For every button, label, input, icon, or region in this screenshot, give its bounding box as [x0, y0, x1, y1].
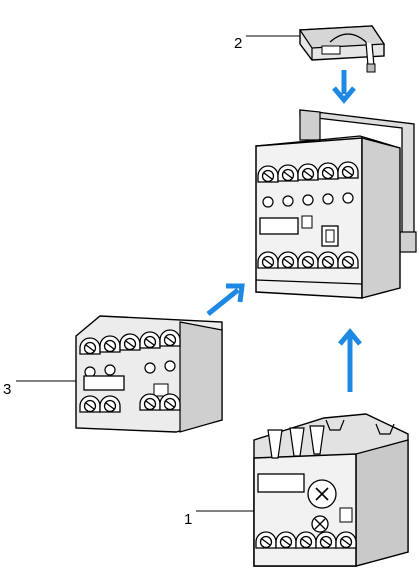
callout-2-label: 2 [234, 35, 243, 52]
callout-1-label: 1 [184, 511, 193, 528]
overload-relay [253, 413, 409, 567]
contactor [255, 109, 417, 299]
arrow-up-icon [338, 328, 362, 392]
auxiliary-contact-module [75, 315, 223, 433]
suppressor-module [298, 25, 386, 73]
arrow-down-icon [332, 70, 356, 104]
callout-3-label: 3 [3, 381, 12, 398]
arrow-diagonal-icon [206, 283, 245, 316]
